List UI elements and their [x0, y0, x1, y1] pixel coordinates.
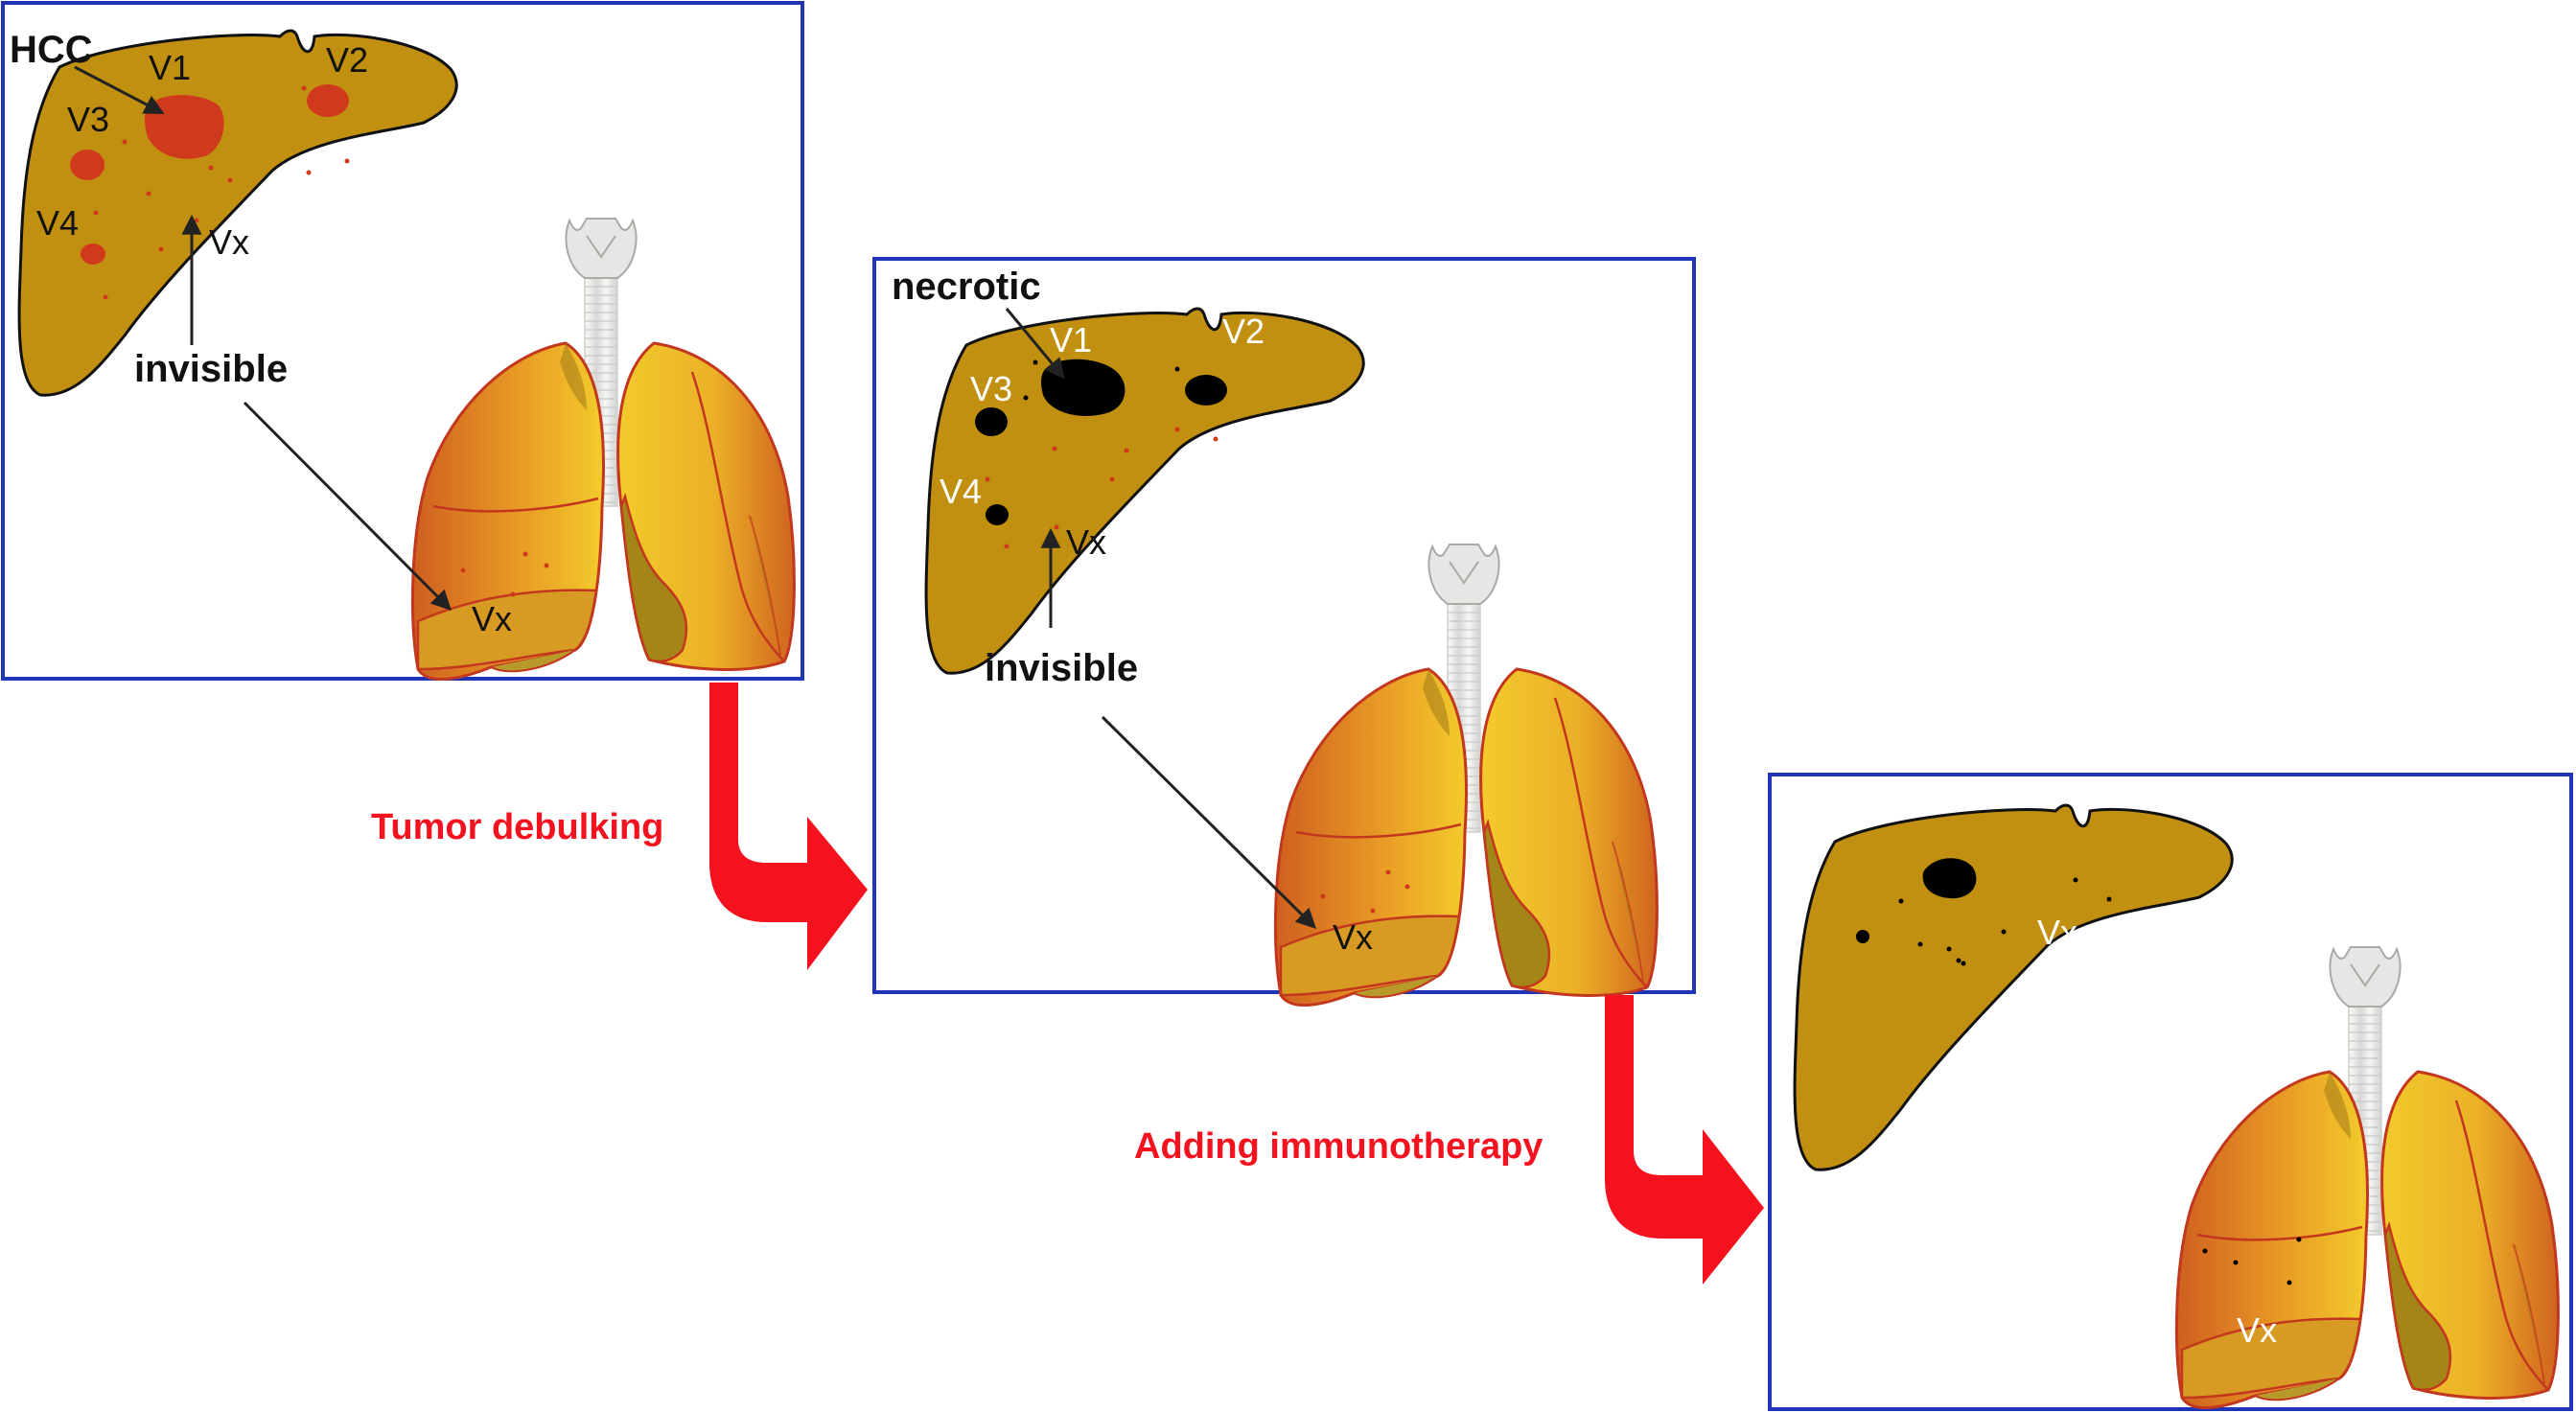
label-vx-liver-p2: Vx — [1066, 522, 1106, 562]
necrotic-v4 — [986, 504, 1009, 525]
necrotic-v2 — [1185, 375, 1227, 405]
invisible-pointer-lung-p2 — [1101, 715, 1316, 929]
hcc-pointer — [74, 65, 165, 114]
label-invisible-p2: invisible — [985, 647, 1138, 689]
label-invisible-p1: invisible — [134, 348, 288, 390]
micro-metastases-lung-1 — [460, 551, 549, 597]
panel-3: Vx Vx — [1768, 773, 2573, 1411]
necrotic-v3 — [975, 407, 1008, 436]
label-tumor-debulking: Tumor debulking — [371, 807, 663, 847]
liver-2 — [924, 307, 1365, 675]
residual-spot — [1856, 930, 1869, 943]
necrotic-pointer — [1005, 308, 1065, 380]
label-vx-liver-p1: Vx — [209, 222, 249, 262]
liver-3 — [1793, 803, 2234, 1171]
panel-3-frame — [1768, 773, 2573, 1411]
label-vx-lung-p1: Vx — [472, 599, 512, 638]
tumor-v3 — [70, 150, 104, 180]
tumor-v4 — [81, 243, 105, 265]
label-vx-lung-p3: Vx — [2237, 1310, 2277, 1350]
transition-arrow-2: Adding immunotherapy — [1134, 995, 1764, 1285]
label-v3-p1: V3 — [67, 100, 109, 139]
panel-1-frame — [1, 1, 804, 681]
lungs-3 — [2174, 945, 2560, 1410]
label-v4-p2: V4 — [940, 472, 982, 511]
tumor-v2 — [307, 84, 349, 117]
invisible-pointer-lung-p1 — [243, 401, 452, 611]
micro-dots-lung-3 — [2202, 1237, 2302, 1286]
liver-1 — [17, 29, 458, 397]
label-v1-p1: V1 — [149, 48, 191, 87]
micro-dots-liver-3 — [1898, 877, 2112, 966]
lungs-1 — [410, 217, 796, 682]
bent-arrow-1 — [709, 683, 868, 970]
panel-2: necrotic V1 V2 V3 V4 Vx invisible Vx — [872, 257, 1696, 1008]
label-vx-liver-p3: Vx — [2037, 913, 2077, 952]
label-adding-immunotherapy: Adding immunotherapy — [1134, 1126, 1543, 1167]
label-v2-p2: V2 — [1222, 312, 1265, 351]
bent-arrow-2 — [1605, 995, 1764, 1285]
label-hcc: HCC — [10, 29, 93, 71]
residual-necrotic — [1922, 858, 1977, 899]
label-necrotic: necrotic — [892, 266, 1041, 308]
label-v3-p2: V3 — [970, 369, 1012, 408]
label-v2-p1: V2 — [326, 40, 368, 80]
transition-arrow-1: Tumor debulking — [371, 683, 868, 970]
micro-metastases-lung-2 — [1320, 869, 1410, 914]
label-v1-p2: V1 — [1050, 320, 1092, 359]
label-v4-p1: V4 — [36, 203, 79, 243]
label-vx-lung-p2: Vx — [1333, 917, 1373, 957]
panel-1: HCC V1 V2 V3 V4 Vx invisible Vx — [1, 1, 804, 682]
